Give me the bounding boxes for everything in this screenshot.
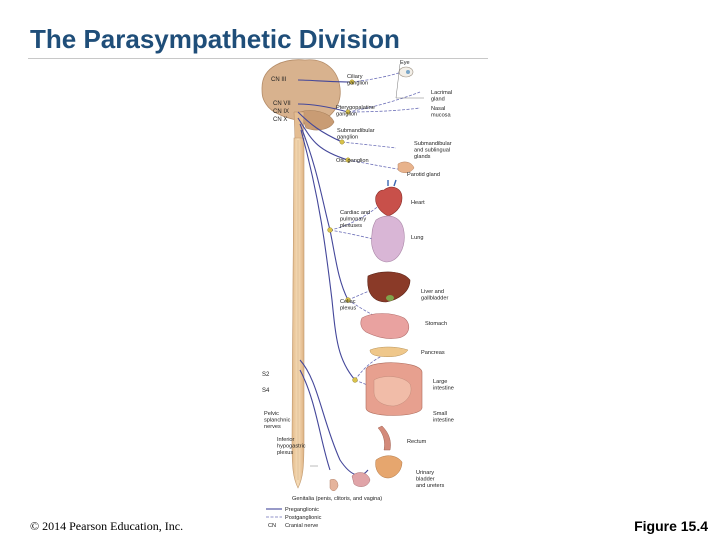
genitalia-female bbox=[351, 472, 371, 487]
label-rectum: Rectum bbox=[407, 439, 427, 445]
legend-postganglionic-label: Postganglionic bbox=[285, 515, 322, 521]
label-ciliary-ganglion: Ciliary ganglion bbox=[347, 74, 368, 87]
label-pterygopalatine-ganglion: Pterygopalatine ganglion bbox=[336, 105, 376, 118]
eye-iris bbox=[406, 70, 410, 74]
ciliary-ganglion bbox=[349, 79, 355, 85]
central-nervous-system bbox=[261, 59, 341, 489]
ganglia bbox=[327, 79, 358, 383]
pterygopalatine-ganglion bbox=[345, 109, 351, 115]
label-cn9: CN IX bbox=[273, 109, 289, 115]
label-nasal-mucosa: Nasal mucosa bbox=[431, 106, 451, 119]
legend-preganglionic-label: Preganglionic bbox=[285, 507, 319, 513]
celiac-plexus-ganglion bbox=[345, 297, 351, 303]
label-s2: S2 bbox=[262, 372, 270, 378]
figure-number: Figure 15.4 bbox=[634, 518, 708, 534]
label-stomach: Stomach bbox=[425, 321, 447, 327]
stomach bbox=[360, 313, 410, 339]
cardiac-plexus-ganglion bbox=[327, 227, 333, 233]
parotid-gland bbox=[397, 161, 415, 173]
label-cn10: CN X bbox=[273, 117, 287, 123]
urinary-bladder bbox=[375, 455, 403, 479]
label-small-intestine: Small intestine bbox=[433, 411, 454, 424]
pelvic-ganglion bbox=[352, 377, 358, 383]
label-cn3: CN III bbox=[271, 77, 287, 83]
submandibular-ganglion bbox=[339, 139, 345, 145]
otic-ganglion bbox=[345, 157, 351, 163]
label-large-intestine: Large intestine bbox=[433, 379, 454, 392]
legend-cn-text: Cranial nerve bbox=[285, 523, 318, 529]
label-urinary-bladder: Urinary bladder and ureters bbox=[416, 470, 444, 489]
organs bbox=[329, 66, 423, 491]
structure-labels: Eye Ciliary ganglion Lacrimal gland Nasa… bbox=[264, 60, 454, 502]
legend: Preganglionic Postganglionic CN Cranial … bbox=[266, 507, 322, 529]
label-pelvic-splanchnic-nerves: Pelvic splanchnic nerves bbox=[264, 411, 292, 430]
label-submandibular-glands: Submandibular and sublingual glands bbox=[414, 141, 453, 160]
heart-vessels bbox=[387, 179, 397, 187]
rectum bbox=[377, 425, 391, 451]
label-celiac-plexus: Celiac plexus bbox=[340, 299, 357, 312]
label-eye: Eye bbox=[400, 60, 410, 66]
genitalia-male bbox=[329, 479, 339, 491]
leader-lines bbox=[310, 63, 424, 467]
heart bbox=[375, 186, 403, 217]
label-submandibular-ganglion: Submandibular ganglion bbox=[337, 128, 376, 141]
label-heart: Heart bbox=[411, 200, 425, 206]
nerve-labels: CN III CN VII CN IX CN X S2 S4 bbox=[262, 77, 291, 394]
label-cardiac-plexuses: Cardiac and pulmonary plexuses bbox=[340, 210, 372, 229]
slide-title: The Parasympathetic Division bbox=[30, 24, 400, 54]
gallbladder bbox=[386, 295, 394, 301]
copyright-notice: © 2014 Pearson Education, Inc. bbox=[30, 519, 184, 533]
title-underline bbox=[28, 58, 488, 59]
small-intestine bbox=[373, 376, 412, 407]
label-genitalia: Genitalia (penis, clitoris, and vagina) bbox=[292, 496, 382, 502]
label-inferior-hypogastric-plexus: Inferior hypogastric plexus bbox=[277, 437, 307, 456]
label-s4: S4 bbox=[262, 388, 270, 394]
label-cn7: CN VII bbox=[273, 101, 291, 107]
label-pancreas: Pancreas bbox=[421, 350, 445, 356]
pancreas bbox=[369, 346, 409, 357]
cerebellum bbox=[299, 110, 335, 131]
label-liver-gallbladder: Liver and gallbladder bbox=[421, 289, 449, 302]
label-lung: Lung bbox=[411, 235, 423, 241]
label-lacrimal-gland: Lacrimal gland bbox=[431, 90, 454, 103]
liver bbox=[367, 271, 411, 303]
label-otic-ganglion: Otic ganglion bbox=[336, 158, 369, 164]
legend-cn-key: CN bbox=[268, 523, 276, 529]
label-parotid-gland: Parotid gland bbox=[407, 172, 440, 178]
lung bbox=[371, 215, 405, 263]
